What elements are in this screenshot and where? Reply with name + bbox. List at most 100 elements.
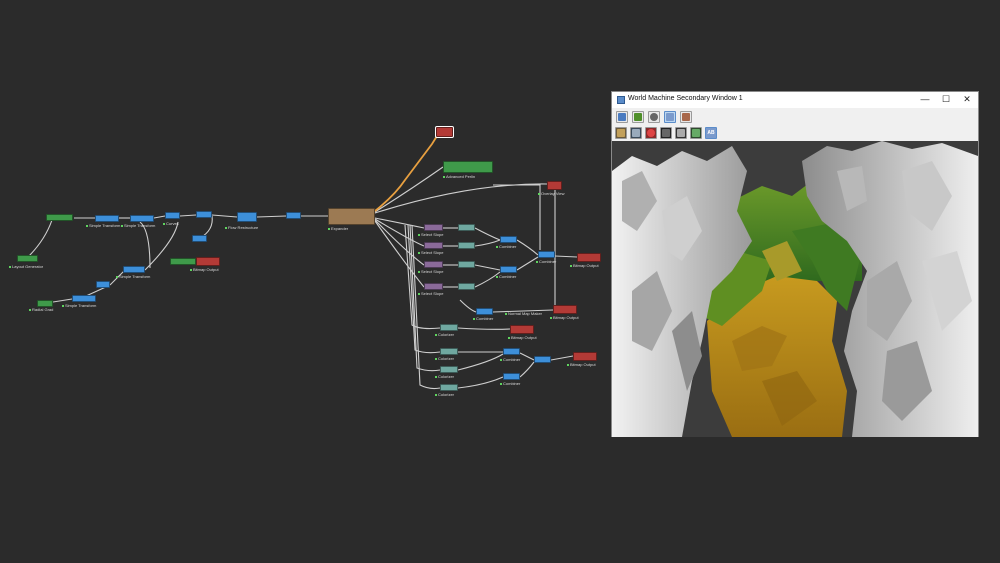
grid-view-button[interactable] [632, 111, 644, 123]
wire [554, 255, 578, 258]
shading-button[interactable] [660, 127, 672, 139]
wire [492, 184, 541, 250]
node-select-slope-2[interactable] [424, 242, 443, 249]
node-blue-filter[interactable] [196, 211, 212, 218]
node-bitmap-output-2[interactable] [577, 253, 601, 262]
node-expander[interactable] [328, 208, 375, 225]
node-label: Simple Transform [116, 274, 150, 279]
node-label: Select Slope [418, 291, 443, 296]
node-label: Bitmap Output [550, 315, 579, 320]
wireframe-icon [677, 129, 685, 137]
ab-compare-button[interactable]: AB [705, 127, 717, 139]
node-layout-generator-top[interactable] [46, 214, 73, 221]
terrain-3d-viewport[interactable] [612, 141, 978, 437]
node-label: Simple Transform [86, 223, 120, 228]
wire [457, 376, 504, 389]
node-combiner-2[interactable] [500, 266, 517, 273]
view-2d-button[interactable] [616, 111, 628, 123]
node-blue-small[interactable] [192, 235, 207, 242]
node-simple-transform-2[interactable] [130, 215, 154, 222]
node-select-slope-3[interactable] [424, 261, 443, 268]
camera-button[interactable] [630, 127, 642, 139]
terrain-grass-mid [762, 241, 802, 281]
wire [409, 224, 441, 372]
wire [374, 218, 425, 247]
node-combiner-5[interactable] [503, 348, 520, 355]
node-simple-transform-4[interactable] [72, 295, 96, 302]
node-bitmap-output-1[interactable] [196, 257, 220, 266]
node-simple-transform-3[interactable] [123, 266, 145, 273]
wire [374, 220, 425, 288]
close-button[interactable]: ✕ [963, 94, 971, 104]
terrain-rock-facet [632, 271, 672, 351]
wire [211, 214, 238, 218]
lighting-button[interactable] [645, 127, 657, 139]
node-combiner-4[interactable] [476, 308, 493, 315]
grid-icon [634, 113, 642, 121]
node-label: Combiner [536, 259, 556, 264]
node-blue-mid[interactable] [96, 281, 110, 288]
node-teal-3[interactable] [458, 261, 475, 268]
wire [457, 327, 511, 330]
wire [474, 239, 501, 247]
terrain-rock-facet [837, 166, 867, 211]
node-simple-transform-1[interactable] [95, 215, 119, 222]
node-teal-4[interactable] [458, 283, 475, 290]
node-advanced-perlin[interactable] [443, 161, 493, 173]
node-label: Layout Generator [9, 264, 43, 269]
view-2d-icon [618, 113, 626, 121]
wire [374, 166, 444, 213]
wire [52, 298, 73, 303]
node-label: Bitmap Output [190, 267, 219, 272]
wire [459, 299, 477, 313]
terrain-rock-facet [672, 311, 702, 391]
minimize-button[interactable]: — [920, 94, 930, 104]
node-select-slope-4[interactable] [424, 283, 443, 290]
texture-button[interactable] [615, 127, 627, 139]
node-colorizer-1[interactable] [440, 324, 458, 331]
wire [404, 224, 441, 330]
node-overlay-view[interactable] [547, 181, 562, 190]
wire [153, 215, 166, 219]
wire-group [27, 166, 578, 390]
node-bitmap-output-5[interactable] [573, 352, 597, 361]
node-label: Combiner [496, 274, 516, 279]
node-bitmap-output-3[interactable] [553, 305, 577, 314]
wire-selected [374, 135, 438, 212]
node-bitmap-output-4[interactable] [510, 325, 534, 334]
node-bitmap-output-selected[interactable] [435, 126, 454, 138]
texture-icon [617, 129, 625, 137]
maximize-button[interactable]: ☐ [941, 94, 951, 104]
node-colorizer-2[interactable] [440, 348, 458, 355]
node-curves[interactable] [165, 212, 180, 219]
view-3d-button[interactable] [664, 111, 676, 123]
node-select-slope-1[interactable] [424, 224, 443, 231]
sphere-view-button[interactable] [648, 111, 660, 123]
node-flow-restructure[interactable] [237, 212, 257, 222]
shading-icon [662, 129, 670, 137]
node-green-viewer[interactable] [170, 258, 196, 265]
node-combiner-7[interactable] [534, 356, 551, 363]
node-layout-generator[interactable] [17, 255, 38, 262]
node-teal-1[interactable] [458, 224, 475, 231]
node-colorizer-3[interactable] [440, 366, 458, 373]
render-view-button[interactable] [680, 111, 692, 123]
terrain-cliff-left [612, 146, 752, 437]
node-label: Colorizer [435, 374, 454, 379]
camera-icon [632, 129, 640, 137]
secondary-window[interactable]: World Machine Secondary Window 1 — ☐ ✕ [611, 91, 979, 437]
node-label: Combiner [473, 316, 493, 321]
node-colorizer-4[interactable] [440, 384, 458, 391]
node-radial-grad[interactable] [37, 300, 53, 307]
wireframe-button[interactable] [675, 127, 687, 139]
window-title-bar[interactable]: World Machine Secondary Window 1 — ☐ ✕ [612, 92, 978, 108]
terrain-3d-icon [666, 113, 674, 121]
node-combiner-1[interactable] [500, 236, 517, 243]
node-combiner-3[interactable] [538, 251, 555, 258]
water-icon [692, 129, 700, 137]
node-teal-2[interactable] [458, 242, 475, 249]
water-button[interactable] [690, 127, 702, 139]
node-blue-pre-expander[interactable] [286, 212, 301, 219]
node-combiner-6[interactable] [503, 373, 520, 380]
